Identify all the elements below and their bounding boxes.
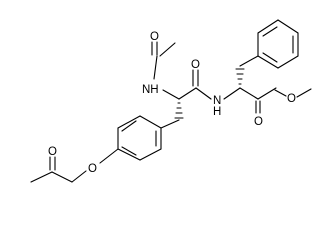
acetonyl-ether-chain [30, 148, 119, 183]
atom-label-o-ester-carbonyl: O [254, 116, 263, 128]
hashed-wedge-phe [235, 68, 245, 85]
atom-label-o-methoxy: O [287, 93, 296, 105]
hashed-wedge-tyr [174, 102, 184, 119]
tyrosine-benzene-ring [117, 115, 162, 161]
acetyl-group [151, 41, 176, 80]
atom-label-h-right: H [213, 106, 221, 118]
phenylalanine-benzene-ring [257, 19, 299, 69]
methoxy-methyl-bond [296, 88, 312, 98]
atom-label-n-right: N [213, 95, 221, 107]
atom-label-o-acetyl: O [150, 31, 159, 43]
atom-label-nh-top: NH [142, 84, 159, 96]
atom-label-o-ketone: O [48, 146, 57, 158]
phenylalanine-backbone [223, 55, 287, 114]
atom-label-o-ether: O [88, 163, 97, 175]
structure-diagram: NH O O N H O O O O [30, 19, 312, 183]
tyrosine-backbone [160, 69, 212, 129]
atom-label-o-center: O [191, 59, 200, 71]
